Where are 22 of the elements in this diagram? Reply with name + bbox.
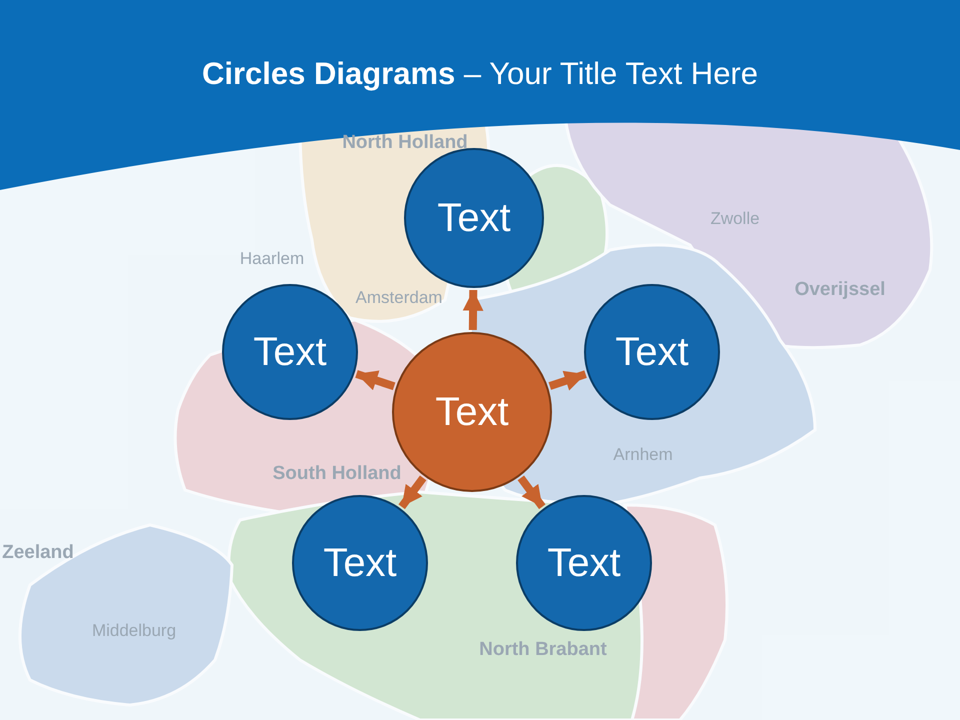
title: Circles Diagrams – Your Title Text Here (200, 56, 760, 92)
node-text: Text (323, 540, 397, 586)
map-label: Zeeland (2, 542, 74, 564)
node-text: Text (547, 540, 621, 586)
map-label: Overijssel (794, 279, 886, 301)
node-text: Text (435, 390, 509, 434)
map-label: North Holland (342, 132, 468, 154)
arrow (355, 370, 396, 390)
arrow (462, 290, 484, 330)
node-text: Text (615, 330, 689, 374)
map-label: Haarlem (240, 249, 304, 269)
map-label: Middelburg (92, 621, 176, 641)
map-label: Amsterdam (356, 288, 442, 308)
map-label: Arnhem (613, 445, 673, 465)
map-label: South Holland (272, 463, 402, 485)
node-text: Text (437, 196, 511, 240)
arrow (548, 370, 587, 391)
node-text: Text (253, 330, 327, 374)
arrow (518, 475, 546, 510)
map-label: Zwolle (710, 209, 760, 229)
map-label: North Brabant (479, 639, 607, 661)
arrow (398, 475, 426, 510)
